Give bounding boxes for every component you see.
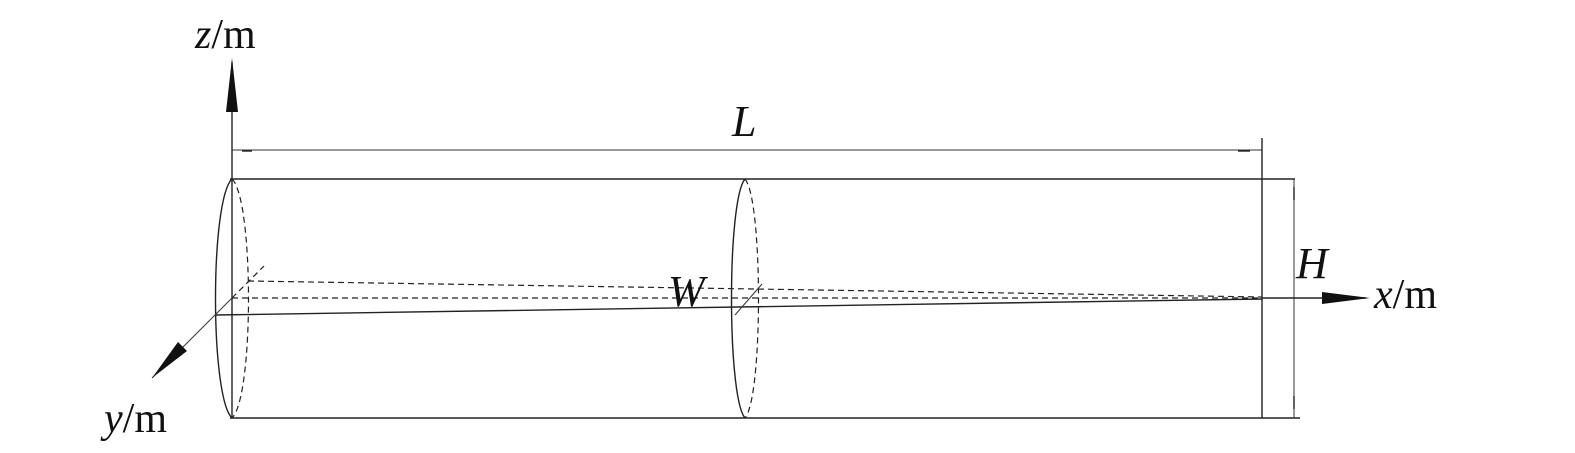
z-axis-label: z/m — [194, 12, 256, 58]
z-axis-unit: /m — [211, 12, 256, 58]
x-axis-unit: /m — [1393, 272, 1438, 318]
x-axis-label: x/m — [1373, 272, 1437, 318]
x-axis-var: x — [1373, 272, 1393, 318]
y-axis-arrow-icon — [152, 342, 187, 378]
z-axis-arrow-icon — [226, 58, 238, 112]
x-axis-arrow-icon — [1322, 292, 1370, 304]
cylinder-body — [214, 178, 1300, 419]
height-label: H — [1295, 239, 1330, 288]
y-axis-label: y/m — [100, 396, 167, 442]
y-axis: y/m — [100, 297, 233, 442]
length-dimension: L — [232, 97, 1263, 418]
length-label: L — [731, 97, 756, 146]
y-axis-var: y — [100, 396, 123, 442]
y-axis-unit: /m — [123, 396, 168, 442]
x-axis: x/m — [1262, 272, 1437, 318]
z-axis: z/m — [194, 12, 256, 418]
z-axis-var: z — [194, 12, 211, 58]
width-label: W — [668, 267, 708, 316]
taper-lines: W — [214, 265, 1263, 316]
